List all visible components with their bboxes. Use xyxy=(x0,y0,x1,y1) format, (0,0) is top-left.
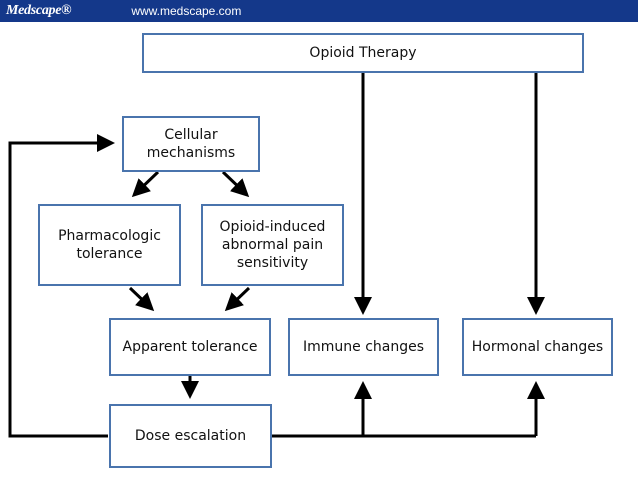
node-hormonal-changes: Hormonal changes xyxy=(462,318,613,376)
node-oiaps: Opioid-induced abnormal pain sensitivity xyxy=(201,204,344,286)
edge-cellular-pharmacologic xyxy=(131,170,160,198)
node-opioid-therapy: Opioid Therapy xyxy=(142,33,584,73)
site-url: www.medscape.com xyxy=(131,4,242,18)
edge-dose-cellular xyxy=(8,134,115,438)
edge-pharmacologic-apparent xyxy=(128,286,155,312)
node-immune-changes: Immune changes xyxy=(288,318,439,376)
medscape-logo: Medscape® xyxy=(6,3,72,18)
node-apparent-tolerance: Apparent tolerance xyxy=(109,318,271,376)
edge-cellular-oiaps xyxy=(221,170,250,198)
header-bar: Medscape® www.medscape.com xyxy=(0,0,638,22)
node-pharmacologic-tolerance: Pharmacologic tolerance xyxy=(38,204,181,286)
node-dose-escalation: Dose escalation xyxy=(109,404,272,468)
edge-oiaps-apparent xyxy=(224,286,251,312)
node-cellular-mechanisms: Cellular mechanisms xyxy=(122,116,260,172)
